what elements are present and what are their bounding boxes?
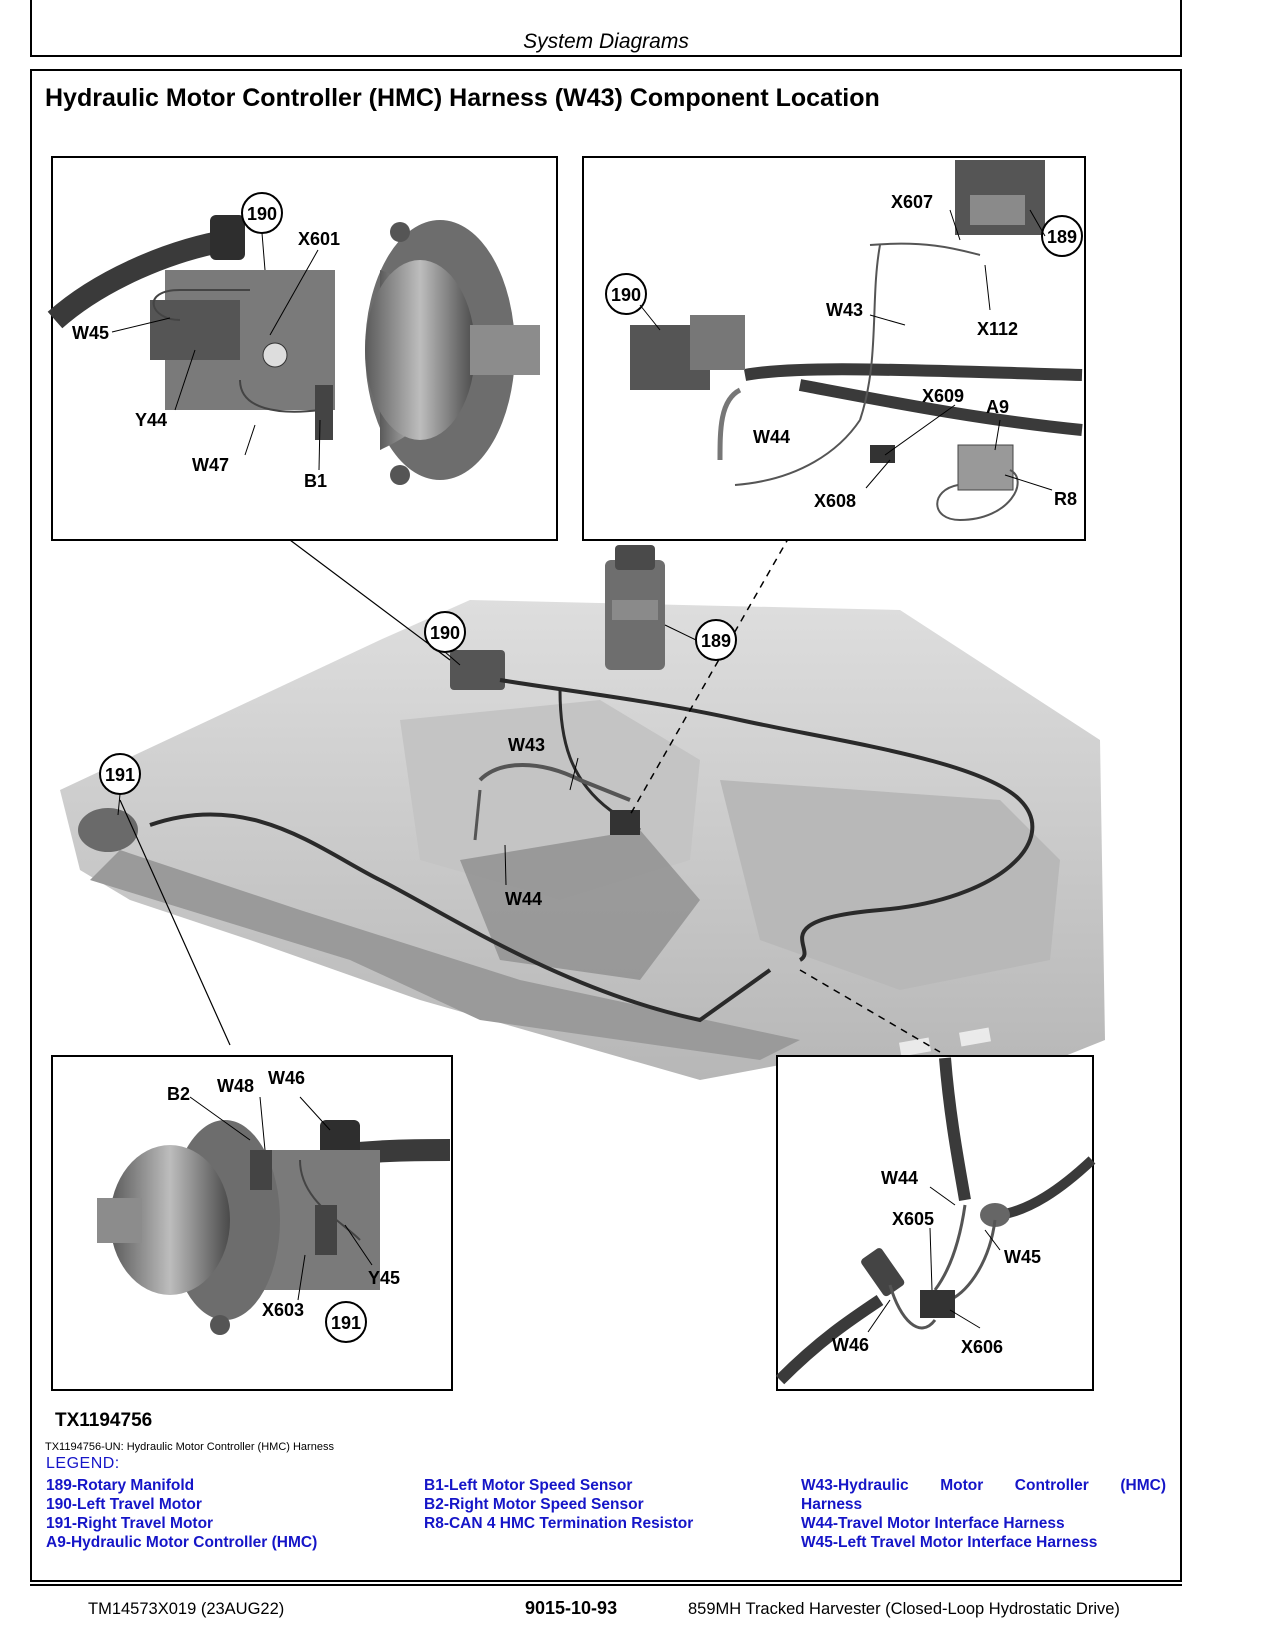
callout-191-main: 191 bbox=[105, 765, 135, 785]
label-x112: X112 bbox=[977, 319, 1018, 339]
legend-item: A9-Hydraulic Motor Controller (HMC) bbox=[46, 1534, 318, 1551]
label-x603: X603 bbox=[262, 1300, 304, 1320]
callout-189-inset: 189 bbox=[1047, 227, 1077, 247]
label-x606: X606 bbox=[961, 1337, 1003, 1357]
callout-190-main: 190 bbox=[430, 623, 460, 643]
legend-heading: LEGEND: bbox=[46, 1455, 120, 1472]
figure-id: TX1194756 bbox=[55, 1410, 153, 1431]
label-w43-main: W43 bbox=[508, 735, 545, 755]
label-b1: B1 bbox=[304, 471, 327, 491]
label-w45-inset1: W45 bbox=[72, 323, 109, 343]
label-w45-inset4: W45 bbox=[1004, 1247, 1041, 1267]
inset-hmc-region bbox=[582, 156, 1086, 541]
callout-190-inset: 190 bbox=[247, 204, 277, 224]
label-w43-inset2: W43 bbox=[826, 300, 863, 320]
legend-word: W43-Hydraulic bbox=[801, 1477, 909, 1494]
legend-item: W44-Travel Motor Interface Harness bbox=[801, 1515, 1065, 1532]
label-x601: X601 bbox=[298, 229, 340, 249]
header-frame bbox=[30, 0, 1182, 57]
legend-word: (HMC) bbox=[1120, 1477, 1166, 1494]
label-y45: Y45 bbox=[368, 1268, 400, 1288]
content-frame bbox=[30, 69, 1182, 1582]
callout-190-hmc-inset: 190 bbox=[611, 285, 641, 305]
page-title: Hydraulic Motor Controller (HMC) Harness… bbox=[45, 84, 880, 112]
label-w48: W48 bbox=[217, 1076, 254, 1096]
label-w44-main: W44 bbox=[505, 889, 542, 909]
label-r8: R8 bbox=[1054, 489, 1077, 509]
section-header: System Diagrams bbox=[523, 30, 689, 53]
legend-column-2: B1-Left Motor Speed Sensor B2-Right Moto… bbox=[424, 1476, 693, 1533]
legend-item: 190-Left Travel Motor bbox=[46, 1496, 202, 1513]
footer-doc-id: TM14573X019 (23AUG22) bbox=[88, 1600, 285, 1618]
label-w46-inset4: W46 bbox=[832, 1335, 869, 1355]
inset-left-travel-motor bbox=[47, 156, 558, 541]
legend-word: Motor bbox=[940, 1477, 984, 1494]
legend-item: Harness bbox=[801, 1496, 863, 1513]
inset-connector-detail bbox=[775, 1055, 1096, 1391]
callout-labels: X601 W45 Y44 W47 B1 X607 W43 X112 X609 A… bbox=[72, 192, 1077, 1357]
legend-item: 191-Right Travel Motor bbox=[46, 1515, 214, 1532]
legend-word: Controller bbox=[1014, 1477, 1089, 1494]
label-b2: B2 bbox=[167, 1084, 190, 1104]
chassis-illustration bbox=[60, 545, 1105, 1090]
label-w46-inset3: W46 bbox=[268, 1068, 305, 1088]
label-a9: A9 bbox=[986, 397, 1009, 417]
legend-item: R8-CAN 4 HMC Termination Resistor bbox=[424, 1515, 694, 1532]
label-w47: W47 bbox=[192, 455, 229, 475]
label-w44-inset2: W44 bbox=[753, 427, 790, 447]
callout-circles: 190 189 190 190 189 191 191 bbox=[99, 192, 1083, 1343]
footer-model: 859MH Tracked Harvester (Closed-Loop Hyd… bbox=[688, 1600, 1120, 1618]
legend-item: B1-Left Motor Speed Sensor bbox=[424, 1477, 633, 1494]
label-x608: X608 bbox=[814, 491, 856, 511]
leader-lines bbox=[119, 524, 941, 1053]
callout-leaders bbox=[111, 209, 1053, 1333]
inset-right-travel-motor bbox=[51, 1055, 453, 1391]
label-x605: X605 bbox=[892, 1209, 934, 1229]
legend-item: 189-Rotary Manifold bbox=[46, 1477, 195, 1494]
label-x607: X607 bbox=[891, 192, 933, 212]
label-y44: Y44 bbox=[135, 410, 167, 430]
callout-189-main: 189 bbox=[701, 631, 731, 651]
footer-rule bbox=[30, 1584, 1182, 1586]
legend-column-3: W43-Hydraulic Motor Controller (HMC) Har… bbox=[801, 1476, 1166, 1552]
legend-item: W45-Left Travel Motor Interface Harness bbox=[801, 1534, 1098, 1551]
legend-column-1: 189-Rotary Manifold 190-Left Travel Moto… bbox=[46, 1476, 317, 1552]
label-w44-inset4: W44 bbox=[881, 1168, 918, 1188]
legend-item: B2-Right Motor Speed Sensor bbox=[424, 1496, 644, 1513]
legend-item-w43: W43-Hydraulic Motor Controller (HMC) bbox=[801, 1476, 1166, 1495]
footer-page-number: 9015-10-93 bbox=[525, 1598, 618, 1618]
figure-caption: TX1194756-UN: Hydraulic Motor Controller… bbox=[45, 1441, 334, 1453]
label-x609: X609 bbox=[922, 386, 964, 406]
callout-191-inset: 191 bbox=[331, 1313, 361, 1333]
